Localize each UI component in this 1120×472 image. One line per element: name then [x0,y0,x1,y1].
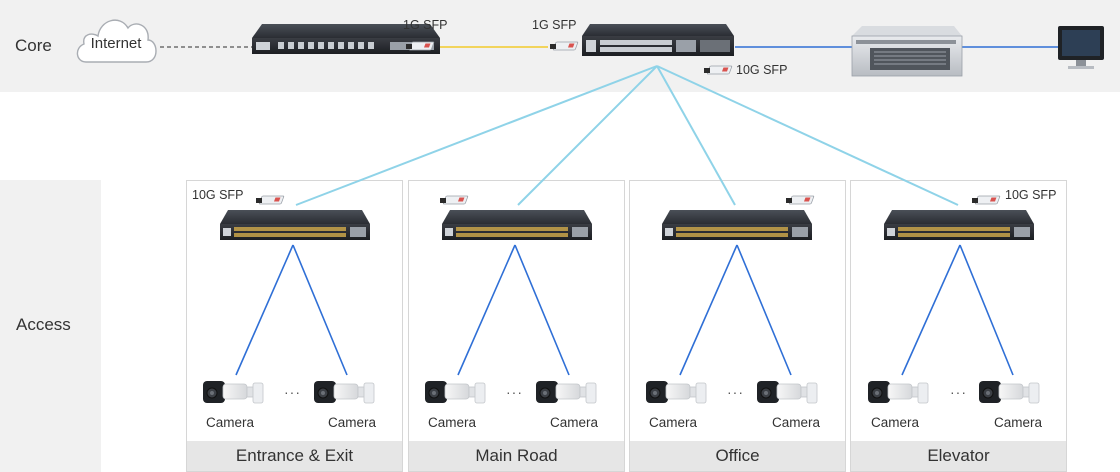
camera-label: Camera [772,415,821,430]
access-switch-icon [884,210,1034,240]
access-switch-icon [220,210,370,240]
ellipsis: ··· [506,384,523,400]
sfp-module-icon [255,195,285,205]
camera-label: Camera [649,415,698,430]
camera-icon [978,380,1040,404]
camera-label: Camera [994,415,1043,430]
camera-icon [313,380,375,404]
camera-label: Camera [206,415,255,430]
camera-label: Camera [328,415,377,430]
camera-icon [867,380,929,404]
camera-label: Camera [871,415,920,430]
copper-links [235,244,1014,376]
monitor-icon [1058,26,1104,69]
access-switch-icon [442,210,592,240]
ellipsis: ··· [284,384,301,400]
sfp-module-icon [703,65,733,75]
server-icon [851,26,963,77]
zone-label: Entrance & Exit [187,441,402,471]
sfp-module-icon [971,195,1001,205]
uplink-10g-main-road [517,65,658,206]
camera-label: Camera [428,415,477,430]
zone-label: Elevator [851,441,1066,471]
sfp-10g-label: 10G SFP [1005,188,1057,202]
ellipsis: ··· [727,384,744,400]
camera-icon [756,380,818,404]
camera-icon [202,380,264,404]
core-tier-label: Core [15,36,52,55]
access-switch-icon [662,210,812,240]
core-switch-icon [582,24,734,56]
camera-icon [535,380,597,404]
camera-icon [424,380,486,404]
sfp-10g-label: 10G SFP [192,188,244,202]
internet-cloud-icon [76,19,157,63]
ellipsis: ··· [950,384,967,400]
sfp-1g-label: 1G SFP [403,18,448,32]
uplink-10g-office [656,65,736,206]
uplink-10g-entrance [295,65,658,206]
zone-label: Office [630,441,845,471]
uplink-10g-elevator [656,65,959,206]
sfp-10g-label: 10G SFP [736,63,788,77]
sfp-module-icon [439,195,469,205]
sfp-module-icon [549,41,579,51]
internet-label: Internet [90,35,142,52]
zone-label: Main Road [409,441,624,471]
camera-label: Camera [550,415,599,430]
access-tier-label: Access [16,315,71,334]
camera-icon [645,380,707,404]
sfp-module-icon [785,195,815,205]
sfp-1g-label: 1G SFP [532,18,577,32]
access-tier-band [0,180,101,472]
